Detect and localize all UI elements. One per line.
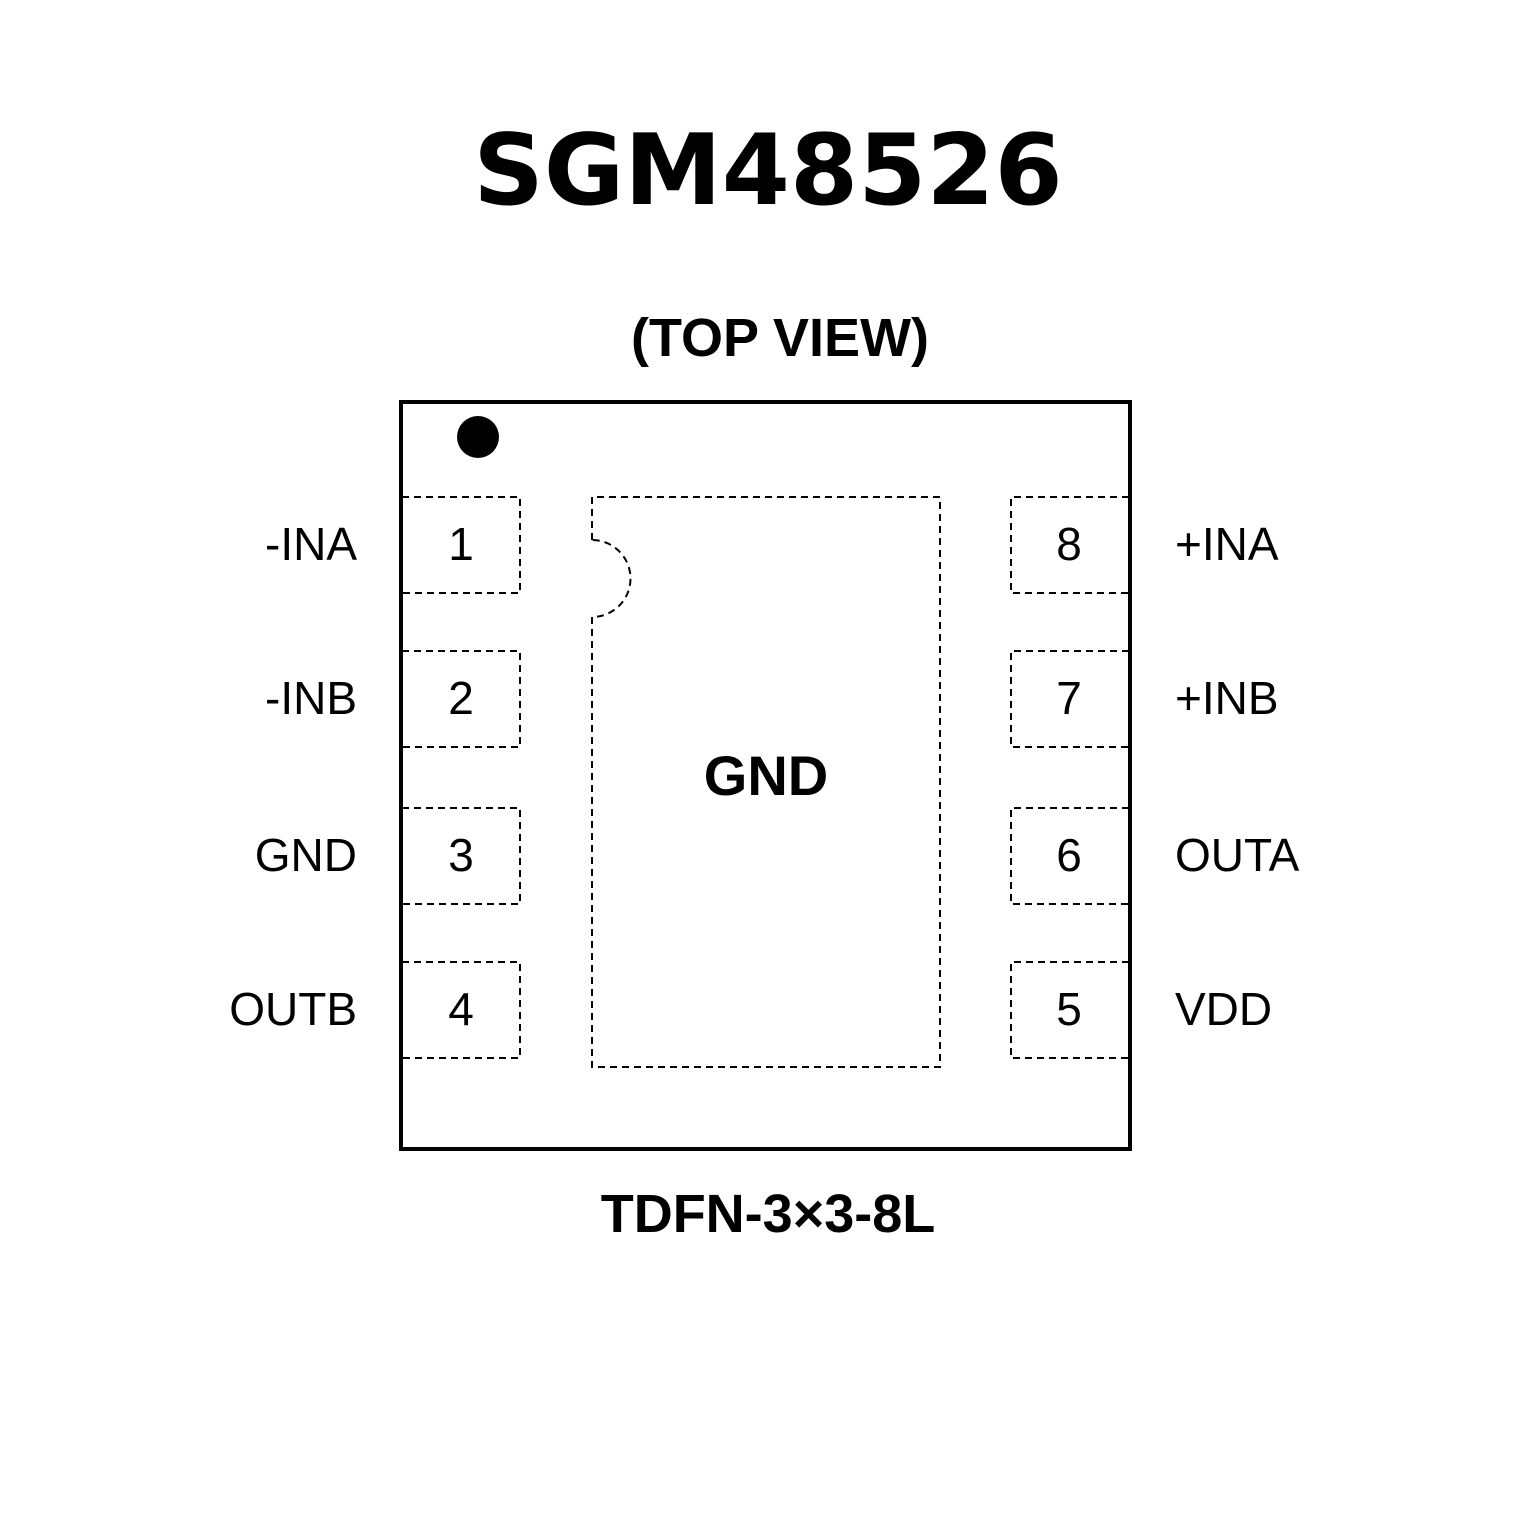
pin-number: 7 bbox=[1056, 672, 1082, 724]
pin-number: 4 bbox=[448, 983, 474, 1035]
package-outline bbox=[399, 400, 1132, 1151]
pin-name: +INA bbox=[1175, 518, 1279, 570]
pin-name: OUTA bbox=[1175, 829, 1300, 881]
pin-name: VDD bbox=[1175, 983, 1272, 1035]
pin-name: -INA bbox=[265, 518, 357, 570]
pin-number: 6 bbox=[1056, 829, 1082, 881]
pin-number: 8 bbox=[1056, 518, 1082, 570]
pin-name: -INB bbox=[265, 672, 357, 724]
pin-name: GND bbox=[255, 829, 357, 881]
package-label: TDFN-3×3-8L bbox=[601, 1184, 936, 1244]
pin-number: 3 bbox=[448, 829, 474, 881]
pin-number: 2 bbox=[448, 672, 474, 724]
exposed-pad-label: GND bbox=[704, 744, 828, 807]
pin-name: +INB bbox=[1175, 672, 1279, 724]
chip-title: SGM48526 bbox=[473, 114, 1062, 228]
pin-number: 5 bbox=[1056, 983, 1082, 1035]
exposed-pad bbox=[591, 496, 941, 1068]
pin-number: 1 bbox=[448, 518, 474, 570]
pin-name: OUTB bbox=[229, 983, 357, 1035]
pin1-marker-dot bbox=[457, 416, 499, 458]
view-label: (TOP VIEW) bbox=[631, 308, 929, 368]
